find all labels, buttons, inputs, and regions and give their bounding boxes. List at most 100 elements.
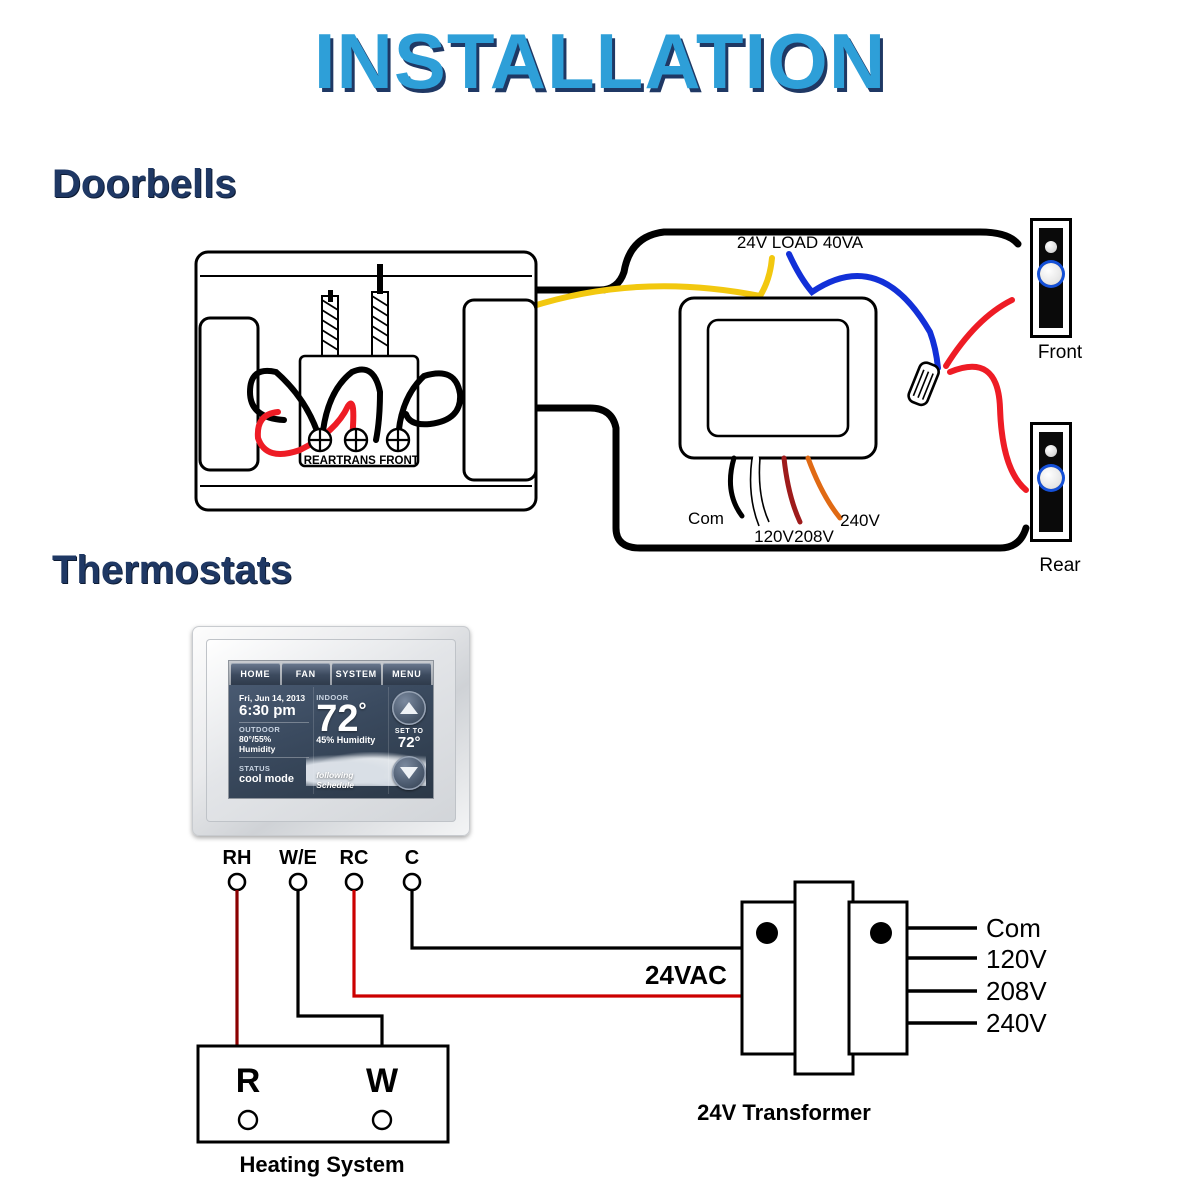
degree-symbol: ° <box>358 700 367 722</box>
thermostat-indoor-humidity: 45% Humidity <box>316 734 376 745</box>
thermostat-time: 6:30 pm <box>239 702 296 719</box>
chime-terminal-screws <box>307 427 411 453</box>
transformer-wire-208v <box>781 455 803 525</box>
chime-terminal-label-rear: REAR <box>304 455 337 467</box>
chime-terminal-front <box>385 427 411 453</box>
tab-fan[interactable]: FAN <box>281 663 330 685</box>
heating-terminal-w <box>371 1109 393 1131</box>
thermostat-schedule-text: following Schedule <box>316 770 354 790</box>
thermostat-outdoor-label: OUTDOOR <box>239 724 281 734</box>
doorbell-chime-unit <box>194 250 538 512</box>
thermostat-outdoor-value: 80°/55% Humidity <box>239 733 276 754</box>
temperature-down-arrow-icon[interactable] <box>392 756 427 790</box>
yellow-24v-wire-tail <box>757 255 775 299</box>
set-to-label: SET TO <box>394 728 424 735</box>
thermostat-indoor-temperature: 72° <box>316 700 386 738</box>
chime-red-jumper-wire <box>254 400 357 457</box>
doorbell-label-rear: Rear <box>1039 555 1081 576</box>
thermostat-device: HOME FAN SYSTEM MENU Fri, Jun 14, 2013 6… <box>192 626 470 836</box>
chime-terminal-label-front: FRONT <box>379 455 419 467</box>
thermostat-transformer-caption: 24V Transformer <box>697 1100 871 1125</box>
doorbell-button-rear[interactable] <box>1030 422 1072 542</box>
transformer-tap-label-120v: 120V <box>986 944 1047 974</box>
page-title: INSTALLATION <box>313 17 887 105</box>
doorbell-rear-faceplate <box>1039 432 1063 532</box>
thermostat-status-value: cool mode <box>239 772 295 785</box>
transformer-core <box>793 880 855 1076</box>
thermostat-setpoint: SET TO 72° <box>389 728 429 750</box>
transformer-primary-dot <box>756 922 778 944</box>
chime-left-recess <box>198 316 260 472</box>
transformer-wire-com <box>727 455 745 519</box>
heating-terminal-label-r: R <box>236 1062 261 1100</box>
chevron-down-icon <box>400 767 419 779</box>
section-heading-thermostats: Thermostats <box>52 548 293 592</box>
chime-terminal-rear <box>307 427 333 453</box>
transformer-tap-label-208v: 208V <box>794 527 834 546</box>
chime-terminal-label-trans: TRANS <box>336 455 376 467</box>
doorbell-button-front[interactable] <box>1030 218 1072 338</box>
heating-system-box: R W <box>196 1044 450 1144</box>
wire-nut-icon <box>907 361 940 407</box>
heating-terminal-r <box>237 1109 259 1131</box>
thermostat-terminal-label-rc: RC <box>340 847 369 869</box>
thermostat-terminal-label-c: C <box>405 847 419 869</box>
thermostat-setpoint-panel: SET TO 72° <box>388 687 429 794</box>
transformer-tap-label-com: Com <box>688 509 724 528</box>
chime-striker-right <box>371 264 389 357</box>
temperature-up-arrow-icon[interactable] <box>392 691 427 725</box>
chime-striker-left <box>321 290 339 357</box>
wire-we-to-heating-w <box>296 890 384 1046</box>
chime-black-jumper-wires <box>246 366 464 443</box>
transformer-primary-winding <box>740 900 802 1056</box>
transformer-tap-label-120v: 120V <box>754 527 794 546</box>
thermostat-screen: HOME FAN SYSTEM MENU Fri, Jun 14, 2013 6… <box>228 660 434 799</box>
chime-terminal-trans <box>343 427 369 453</box>
thermostat-terminal-rh <box>227 872 247 892</box>
doorbell-transformer-body <box>678 296 878 460</box>
thermostat-terminal-label-we: W/E <box>279 847 317 869</box>
thermostat-status-label: STATUS <box>239 763 271 773</box>
transformer-secondary-winding <box>847 900 909 1056</box>
transformer-tap-label-208v: 208V <box>986 976 1047 1006</box>
doorbell-press-button-rear[interactable] <box>1040 467 1062 489</box>
set-to-value: 72° <box>397 734 421 751</box>
bus-label-24vac: 24VAC <box>645 960 727 990</box>
transformer-tap-label-240v: 240V <box>986 1008 1047 1038</box>
thermostat-temperature-panel: INDOOR 72° 45% Humidity following Schedu… <box>306 687 427 794</box>
blue-24v-wire <box>786 251 941 371</box>
chime-terminal-plate <box>298 354 420 468</box>
red-wire-to-rear-bell <box>947 363 1029 493</box>
tab-menu[interactable]: MENU <box>382 663 431 685</box>
tab-home[interactable]: HOME <box>231 663 280 685</box>
wire-c-to-transformer <box>410 890 742 950</box>
heating-terminal-label-w: W <box>366 1062 399 1100</box>
transformer-load-label: 24V LOAD 40VA <box>737 233 864 252</box>
doorbell-label-front: Front <box>1037 342 1083 363</box>
yellow-24v-wire <box>527 283 763 310</box>
doorbell-press-button-front[interactable] <box>1040 263 1062 285</box>
transformer-tap-label-240v: 240V <box>840 511 880 530</box>
transformer-wire-120v-fill <box>752 455 767 527</box>
transformer-wire-120v-edge-b <box>758 457 770 523</box>
thermostat-info-panel: Fri, Jun 14, 2013 6:30 pm OUTDOOR 80°/55… <box>233 687 313 794</box>
divider <box>239 756 310 758</box>
thermostat-terminal-c <box>402 872 422 892</box>
thermostat-terminal-rc <box>344 872 364 892</box>
doorbell-camera-icon <box>1045 241 1057 253</box>
transformer-wire-240v <box>805 455 843 521</box>
transformer-wire-120v-edge-a <box>749 457 760 527</box>
wire-rc-to-transformer <box>352 890 742 998</box>
divider <box>239 721 310 723</box>
chime-right-recess <box>462 298 538 482</box>
tab-system[interactable]: SYSTEM <box>332 663 381 685</box>
thermostat-bezel: HOME FAN SYSTEM MENU Fri, Jun 14, 2013 6… <box>206 639 456 822</box>
heating-system-caption: Heating System <box>239 1152 404 1177</box>
thermostat-tab-bar: HOME FAN SYSTEM MENU <box>229 661 433 685</box>
thermostat-screen-body: Fri, Jun 14, 2013 6:30 pm OUTDOOR 80°/55… <box>233 687 429 794</box>
transformer-tap-label-com: Com <box>986 913 1041 943</box>
section-heading-doorbells: Doorbells <box>52 162 237 206</box>
thermostat-indoor-label: INDOOR <box>316 693 349 702</box>
chevron-up-icon <box>400 702 419 714</box>
transformer-secondary-dot <box>870 922 892 944</box>
